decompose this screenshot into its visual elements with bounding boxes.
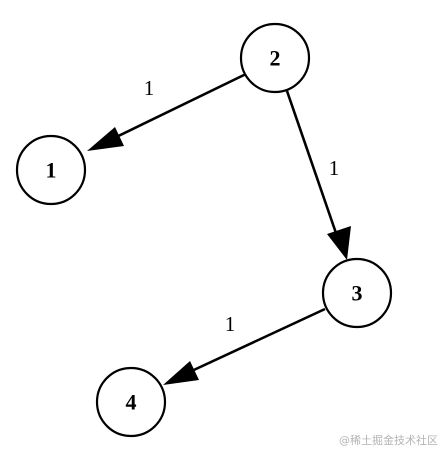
arrowhead-3-to-4 <box>163 361 199 385</box>
node-label-1: 1 <box>46 158 57 183</box>
node-circle-4 <box>95 366 167 438</box>
node-4: 4 <box>95 366 167 438</box>
edge-weight-2-to-1: 1 <box>144 76 155 100</box>
edge-2-to-3: 1 <box>285 90 351 260</box>
node-1: 1 <box>15 134 87 206</box>
node-label-4: 4 <box>126 390 137 415</box>
edge-3-to-4: 1 <box>163 307 326 385</box>
watermark: @稀土掘金技术社区 <box>339 434 438 447</box>
node-3: 3 <box>321 257 393 329</box>
edge-weight-2-to-3: 1 <box>329 156 340 180</box>
node-label-2: 2 <box>270 46 281 71</box>
edge-line-2-to-3 <box>285 90 339 237</box>
edge-weight-3-to-4: 1 <box>225 312 236 336</box>
node-2: 2 <box>239 22 311 94</box>
node-circle-3 <box>321 257 393 329</box>
edge-line-2-to-1 <box>107 72 247 143</box>
arrowhead-2-to-1 <box>87 127 124 151</box>
edge-line-3-to-4 <box>182 307 326 377</box>
node-label-3: 3 <box>352 281 363 306</box>
edge-2-to-1: 1 <box>87 72 247 151</box>
arrowhead-2-to-3 <box>327 226 351 260</box>
node-circle-1 <box>15 134 87 206</box>
node-circle-2 <box>239 22 311 94</box>
